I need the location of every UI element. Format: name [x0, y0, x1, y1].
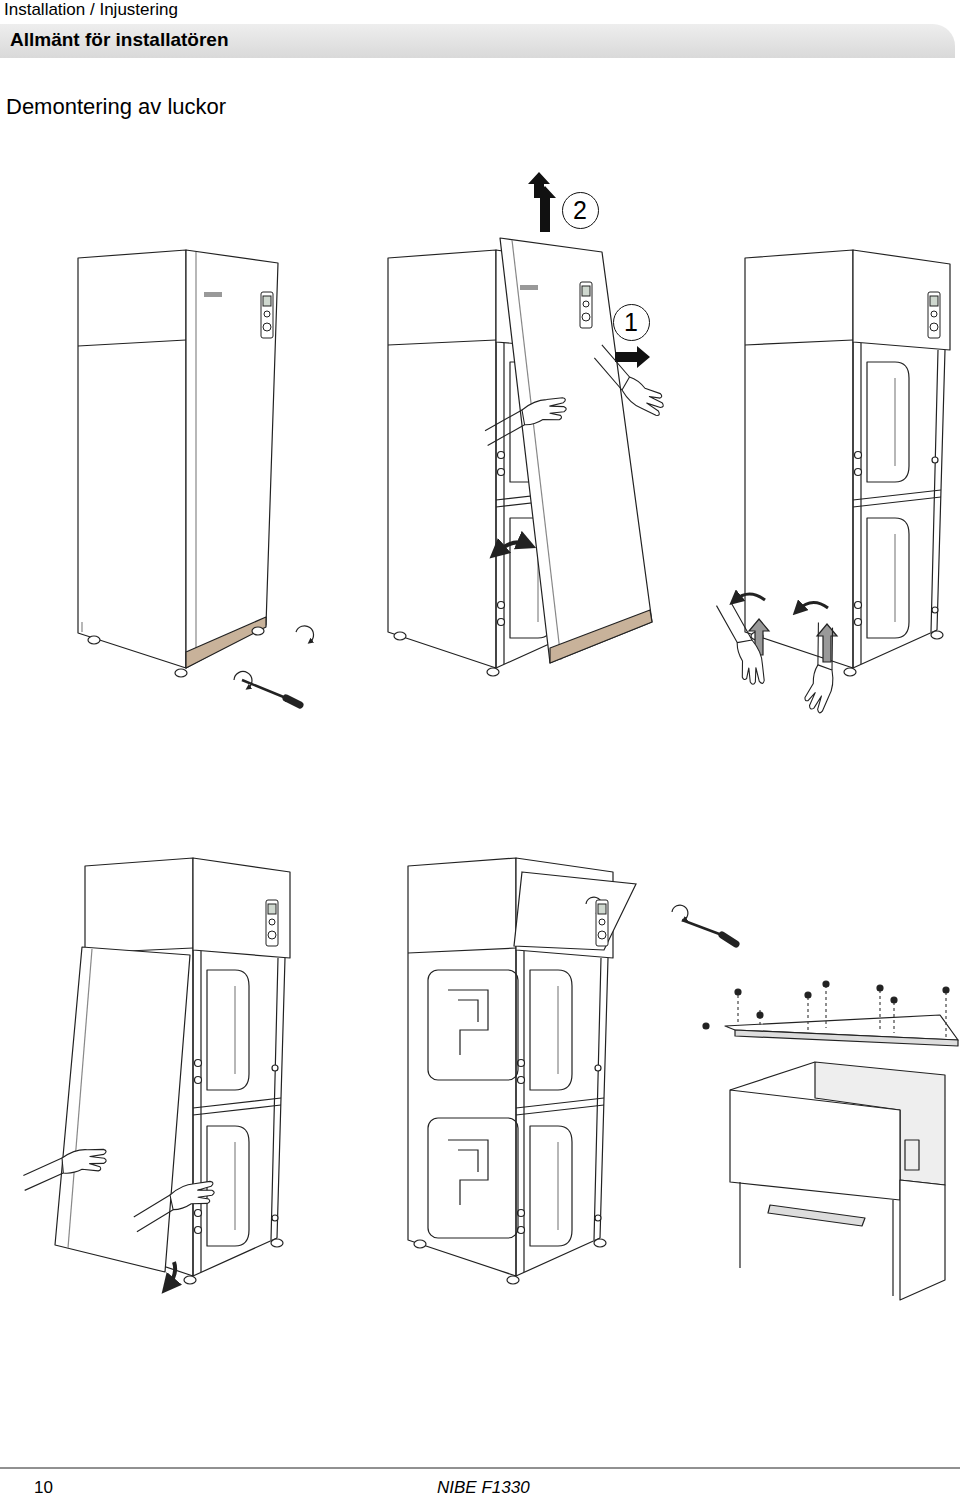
- callout-text: 1: [624, 308, 638, 337]
- page-number: 10: [34, 1478, 53, 1496]
- callout-number: 1: [613, 304, 650, 341]
- page-heading: Demontering av luckor: [6, 94, 226, 120]
- section-header: Installation / Injustering: [4, 0, 178, 20]
- band-text: Allmänt för installatören: [10, 29, 945, 51]
- callout-number: 2: [562, 192, 599, 229]
- header-band: Allmänt för installatören: [0, 24, 955, 58]
- callout-text: 2: [573, 196, 587, 225]
- product-name: NIBE F1330: [437, 1478, 530, 1496]
